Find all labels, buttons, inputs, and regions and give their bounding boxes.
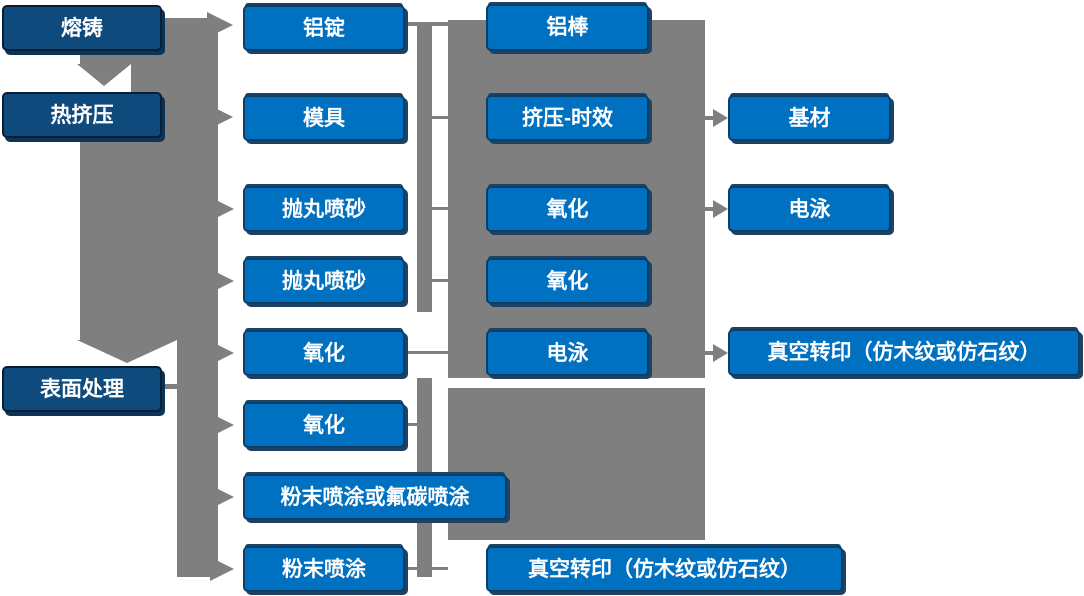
node-oxidation-4: 氧化 <box>486 258 649 304</box>
node-oxidation-2: 氧化 <box>243 402 405 448</box>
node-aluminum-rod: 铝棒 <box>486 4 649 51</box>
connector-left-band-lower <box>177 340 218 577</box>
arrow-right-icon <box>210 485 234 509</box>
node-oxidation-3: 氧化 <box>486 186 649 232</box>
arrow-right-icon <box>713 109 728 127</box>
arrow-right-icon <box>210 413 234 437</box>
arrow-right-icon <box>210 269 234 293</box>
arrow-shaft <box>705 116 715 120</box>
connector-stub <box>408 22 448 26</box>
arrow-down-icon <box>77 64 131 86</box>
node-shot-blasting-2: 抛丸喷砂 <box>243 258 405 304</box>
node-vacuum-transfer-2: 真空转印（仿木纹或仿石纹） <box>728 329 1080 376</box>
node-mould: 模具 <box>243 95 405 141</box>
node-hot-extrusion: 热挤压 <box>2 92 162 138</box>
node-powder-or-fluorocarbon-coating: 粉末喷涂或氟碳喷涂 <box>243 474 507 520</box>
arrow-right-icon <box>713 344 728 362</box>
node-vacuum-transfer-1: 真空转印（仿木纹或仿石纹） <box>486 546 843 592</box>
arrow-right-icon <box>210 557 234 581</box>
arrow-right-icon <box>207 12 233 38</box>
arrow-down-icon <box>77 340 177 363</box>
arrow-right-icon <box>210 341 234 365</box>
node-electrophoresis-2: 电泳 <box>728 186 891 232</box>
connector-stub <box>432 279 448 282</box>
arrow-right-icon <box>207 104 233 130</box>
connector-stub <box>163 384 177 389</box>
arrow-right-icon <box>210 197 234 221</box>
node-electrophoresis-1: 电泳 <box>486 330 649 376</box>
node-substrate: 基材 <box>728 95 891 141</box>
connector-stub <box>432 116 448 119</box>
connector-stub <box>405 423 417 426</box>
arrow-shaft <box>163 18 209 33</box>
node-shot-blasting-1: 抛丸喷砂 <box>243 186 405 232</box>
node-surface-treatment: 表面处理 <box>2 366 162 412</box>
connector-stub <box>432 207 448 210</box>
arrow-right-icon <box>713 200 728 218</box>
arrow-shaft <box>163 110 209 125</box>
node-oxidation-1: 氧化 <box>243 330 405 376</box>
node-powder-coating: 粉末喷涂 <box>243 546 405 592</box>
connector-mid-bar-upper <box>417 22 432 312</box>
node-melting-casting: 熔铸 <box>2 5 162 51</box>
arrow-shaft <box>705 351 715 355</box>
connector-stub <box>405 351 448 354</box>
connector-stub <box>405 567 448 570</box>
arrow-shaft <box>705 207 715 211</box>
node-aluminum-ingot: 铝锭 <box>243 5 405 51</box>
node-extrusion-aging: 挤压-时效 <box>486 95 649 141</box>
